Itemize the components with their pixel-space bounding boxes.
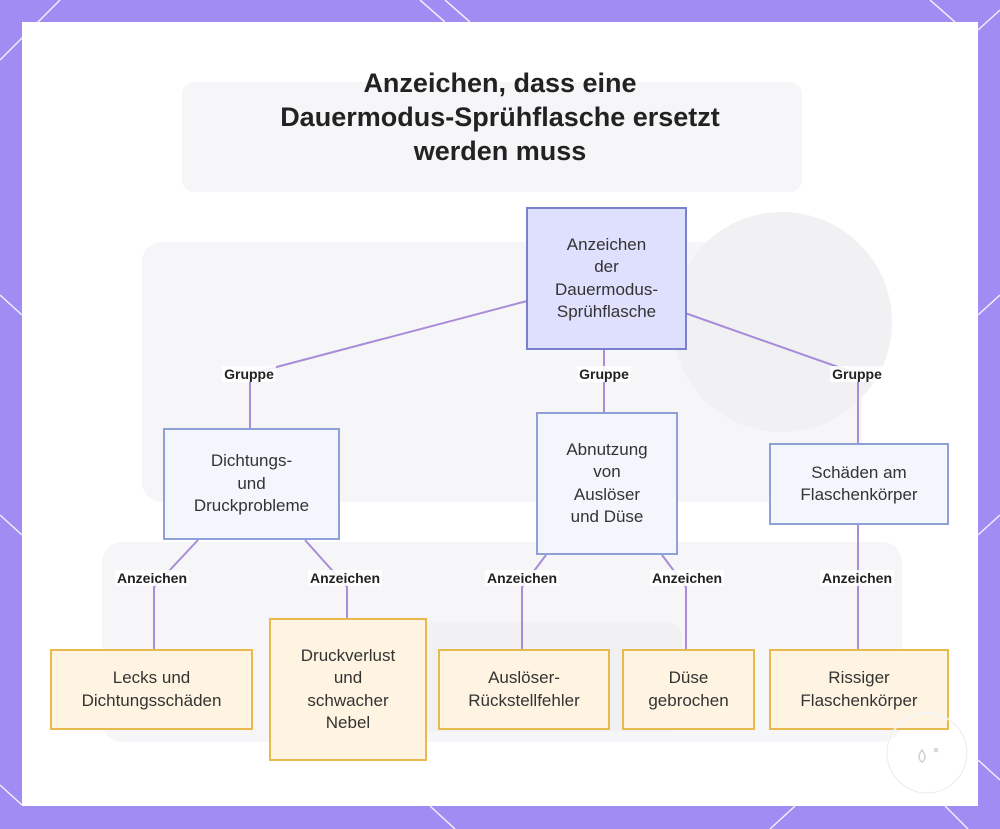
edge-label-anzeichen-3: Anzeichen <box>484 570 560 586</box>
leaf-node-line: und <box>333 668 363 687</box>
edge-root-group-1 <box>249 300 528 429</box>
diagram-title: Anzeichen, dass eine Dauermodus-Sprühfla… <box>22 66 978 168</box>
edge-label-gruppe-1: Gruppe <box>222 366 276 382</box>
root-node-line: Sprühflasche <box>556 302 657 321</box>
diagram-card: Anzeichen, dass eine Dauermodus-Sprühfla… <box>22 22 978 806</box>
edge-label-anzeichen-5: Anzeichen <box>819 570 895 586</box>
title-line-3: werden muss <box>413 136 587 166</box>
group-node-line: und Düse <box>570 507 644 526</box>
edge-group-2-leaf-4 <box>661 554 687 650</box>
leaf-node-line: Rückstellfehler <box>468 690 580 710</box>
title-line-1: Anzeichen, dass eine <box>363 68 637 98</box>
watermark-icon <box>886 712 968 794</box>
leaf-node-line: Flaschenkörper <box>800 690 918 710</box>
leaf-node-line: Lecks und <box>112 668 191 687</box>
edge-group-1-leaf-2 <box>304 539 348 619</box>
group-node-line: Dichtungs- <box>210 451 293 471</box>
leaf-node-line: Düse <box>668 668 709 687</box>
root-node: Anzeichen der Dauermodus- Sprühflasche <box>526 207 687 350</box>
root-node-line: der <box>594 257 619 276</box>
leaf-node-duese: Düse gebrochen <box>622 649 755 730</box>
edge-label-anzeichen-2: Anzeichen <box>307 570 383 586</box>
edge-label-anzeichen-1: Anzeichen <box>114 570 190 586</box>
group-node-line: Schäden am <box>811 462 907 482</box>
leaf-node-druckverlust: Druckverlust und schwacher Nebel <box>269 618 427 761</box>
leaf-node-line: Druckverlust <box>300 645 396 665</box>
title-line-2: Dauermodus-Sprühflasche ersetzt <box>280 102 720 132</box>
group-node-line: von <box>593 462 621 481</box>
group-node-line: Abnutzung <box>566 439 648 459</box>
edge-label-anzeichen-4: Anzeichen <box>649 570 725 586</box>
connector-lines <box>153 300 859 650</box>
leaf-node-line: Nebel <box>325 713 371 732</box>
leaf-node-rissig: Rissiger Flaschenkörper <box>769 649 949 730</box>
group-node-line: und <box>237 473 266 493</box>
group-node-line: Flaschenkörper <box>800 485 918 504</box>
root-node-line: Anzeichen <box>566 234 647 254</box>
leaf-node-line: Dichtungsschäden <box>81 690 222 710</box>
edge-label-gruppe-3: Gruppe <box>830 366 884 382</box>
leaf-node-line: Auslöser- <box>488 668 560 687</box>
leaf-node-line: schwacher <box>307 690 389 710</box>
group-node-schaeden: Schäden am Flaschenkörper <box>769 443 949 525</box>
root-node-line: Dauermodus- <box>555 279 658 299</box>
group-node-line: Auslöser <box>573 484 641 504</box>
group-node-dichtung: Dichtungs- und Druckprobleme <box>163 428 340 540</box>
group-node-abnutzung: Abnutzung von Auslöser und Düse <box>536 412 678 555</box>
leaf-node-lecks: Lecks und Dichtungsschäden <box>50 649 253 730</box>
leaf-node-line: Rissiger <box>828 668 890 687</box>
edge-group-2-leaf-3 <box>521 554 547 650</box>
leaf-node-ausloeser: Auslöser- Rückstellfehler <box>438 649 610 730</box>
edge-label-gruppe-2: Gruppe <box>577 366 631 382</box>
edge-group-1-leaf-1 <box>153 539 199 650</box>
leaf-node-line: gebrochen <box>648 690 729 710</box>
group-node-line: Druckprobleme <box>193 496 310 516</box>
